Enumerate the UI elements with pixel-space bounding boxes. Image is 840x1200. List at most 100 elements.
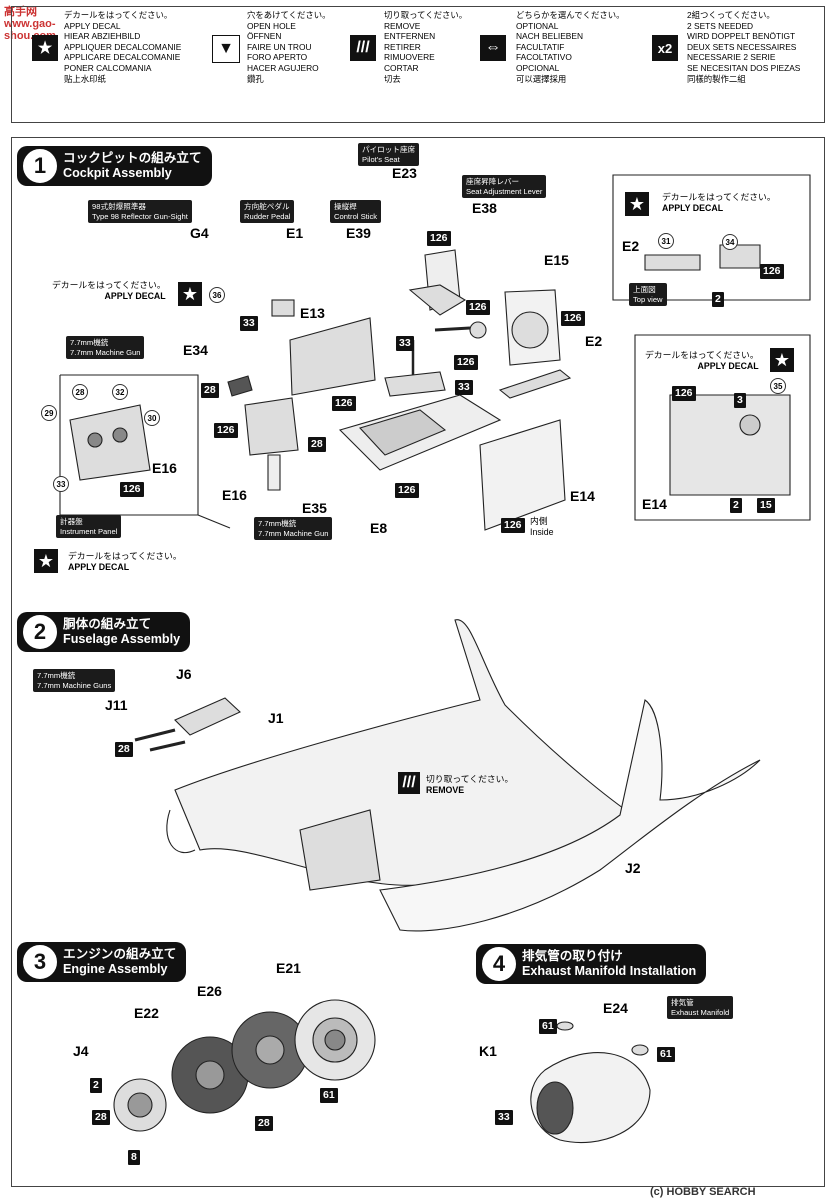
badge-28-engine-2: 28 (255, 1116, 273, 1131)
badge-126-e13: 126 (332, 396, 356, 411)
badge-126-lever: 126 (466, 300, 490, 315)
star-icon: ★ (32, 35, 58, 61)
badge-28-gun: 28 (201, 383, 219, 398)
decal-note-e14: デカールをはってください。APPLY DECAL (645, 350, 759, 371)
decal-28: 28 (72, 384, 88, 400)
badge-126-stick: 126 (454, 355, 478, 370)
part-E24: E24 (603, 1000, 628, 1016)
badge-126-e8: 126 (395, 483, 419, 498)
part-E26: E26 (197, 983, 222, 999)
part-E16-b: E16 (152, 460, 177, 476)
decal-35: 35 (770, 378, 786, 394)
part-E22: E22 (134, 1005, 159, 1021)
watermark-logo: 高手网 www.gao-shou.com (4, 6, 56, 42)
decal-32: 32 (112, 384, 128, 400)
part-J4: J4 (73, 1043, 89, 1059)
step2-title-en: Fuselage Assembly (63, 632, 181, 646)
step2-title-jp: 胴体の組み立て (63, 617, 152, 631)
badge-61-left: 61 (539, 1019, 557, 1034)
badge-126-e14: 126 (672, 386, 696, 401)
badge-8-engine: 8 (128, 1150, 140, 1165)
part-E39: E39 (346, 225, 371, 241)
part-G4: G4 (190, 225, 209, 241)
x2-icon: x2 (652, 35, 678, 61)
badge-2-top: 2 (712, 292, 724, 307)
decal-note-panel: デカールをはってください。APPLY DECAL (68, 551, 182, 572)
part-E35: E35 (302, 500, 327, 516)
knife-icon: /// (398, 772, 420, 794)
part-E14: E14 (570, 488, 595, 504)
badge-28-guns: 28 (115, 742, 133, 757)
decal-36: 36 (209, 287, 225, 303)
decal-33: 33 (53, 476, 69, 492)
part-J1: J1 (268, 710, 284, 726)
part-E16: E16 (222, 487, 247, 503)
step3-title-jp: エンジンの組み立て (63, 947, 177, 961)
badge-33-stick: 33 (396, 336, 414, 351)
badge-3-e14: 3 (734, 393, 746, 408)
footer-watermark: (c) HOBBY SEARCH (650, 1186, 756, 1198)
part-E23: E23 (392, 165, 417, 181)
badge-33-sight: 33 (240, 316, 258, 331)
decal-31: 31 (658, 233, 674, 249)
badge-126-top: 126 (760, 264, 784, 279)
star-icon: ★ (770, 348, 794, 372)
part-J2: J2 (625, 860, 641, 876)
decal-29: 29 (41, 405, 57, 421)
remove-note: 切り取ってください。REMOVE (426, 774, 514, 795)
part-E34: E34 (183, 342, 208, 358)
part-E38: E38 (472, 200, 497, 216)
badge-2-e14: 2 (730, 498, 742, 513)
badge-33-cowl: 33 (495, 1110, 513, 1125)
badge-126-panel: 126 (120, 482, 144, 497)
step1-title-en: Cockpit Assembly (63, 166, 172, 180)
step3-header: 3 エンジンの組み立て Engine Assembly (17, 942, 187, 982)
instructions-frame (11, 137, 825, 1187)
step1-header: 1 コックピットの組み立て Cockpit Assembly (17, 146, 212, 186)
step4-title-en: Exhaust Manifold Installation (522, 964, 697, 978)
drill-icon: ▼ (212, 35, 240, 63)
part-E21: E21 (276, 960, 301, 976)
part-E2: E2 (585, 333, 603, 349)
part-E15: E15 (544, 252, 569, 268)
part-E2-b: E2 (622, 238, 640, 254)
badge-33-floor: 33 (455, 380, 473, 395)
badge-61-right: 61 (657, 1047, 675, 1062)
decal-30: 30 (144, 410, 160, 426)
step4-header: 4 排気管の取り付け Exhaust Manifold Installation (476, 944, 707, 984)
step3-number: 3 (23, 945, 57, 979)
step4-number: 4 (482, 947, 516, 981)
decal-note-top: デカールをはってください。APPLY DECAL (662, 192, 776, 213)
badge-15-e14: 15 (757, 498, 775, 513)
step4-title-jp: 排気管の取り付け (522, 949, 623, 963)
part-J6: J6 (176, 666, 192, 682)
badge-126-seat: 126 (427, 231, 451, 246)
badge-28-engine: 28 (92, 1110, 110, 1125)
step3-title-en: Engine Assembly (63, 962, 168, 976)
badge-126-e16: 126 (214, 423, 238, 438)
badge-126-bulk: 126 (561, 311, 585, 326)
part-E14-b: E14 (642, 496, 667, 512)
part-K1: K1 (479, 1043, 497, 1059)
part-J11: J11 (105, 697, 128, 713)
badge-2-engine: 2 (90, 1078, 102, 1093)
star-icon: ★ (625, 192, 649, 216)
